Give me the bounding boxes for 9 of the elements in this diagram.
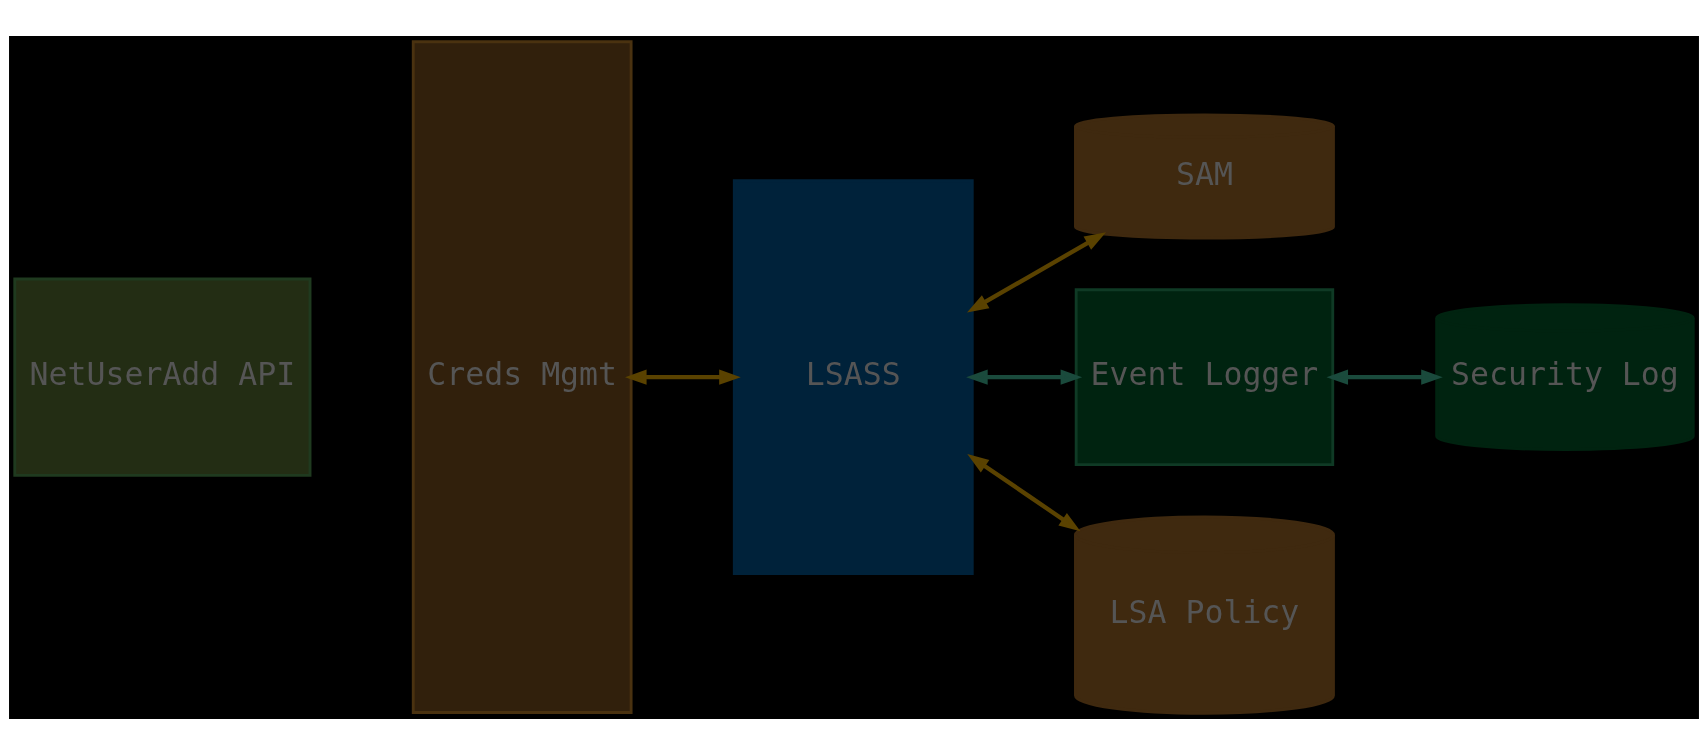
node-box: LSASS (732, 179, 974, 575)
arrow (966, 369, 1083, 385)
node-box: Creds Mgmt (411, 40, 633, 714)
arrow (1326, 369, 1443, 385)
node-box: NetUserAdd API (13, 277, 312, 477)
node-box: Event Logger (1074, 288, 1335, 466)
arrow (967, 232, 1106, 313)
arrow (625, 369, 741, 385)
arrow (967, 454, 1081, 532)
